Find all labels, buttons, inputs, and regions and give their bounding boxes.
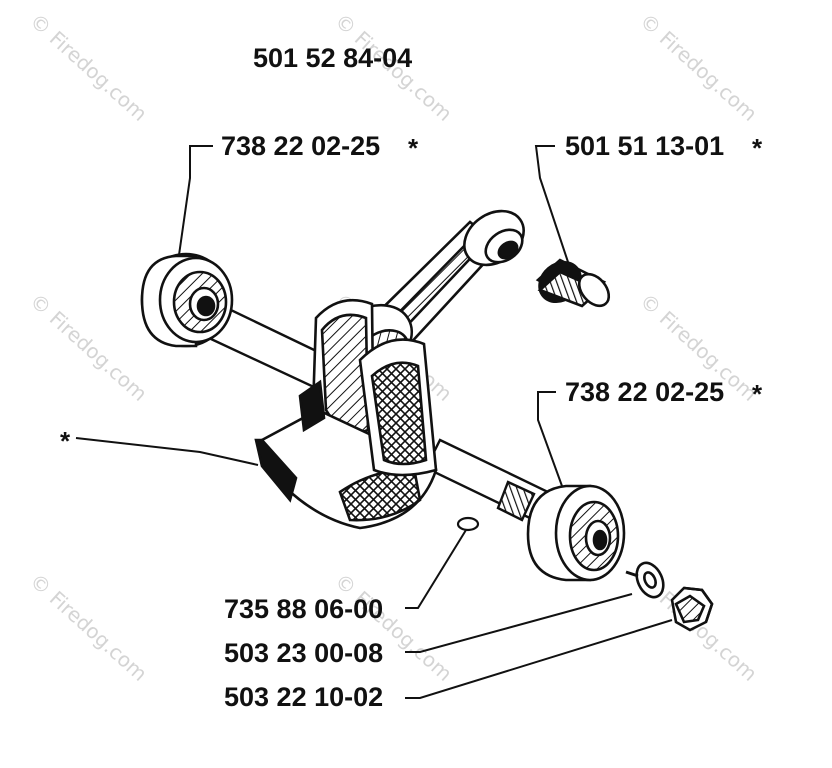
callout-needle-bearing: 501 51 13-01 (565, 131, 725, 161)
callout-bearing-left: 738 22 02-25 (221, 131, 381, 161)
callout-key: 735 88 06-00 (224, 594, 384, 624)
callout-nut: 503 22 10-02 (224, 682, 384, 712)
needle-bearing-drawing (535, 258, 611, 308)
crank-marker: * (60, 426, 71, 456)
assembly-number: 501 52 84-04 (253, 43, 413, 73)
callout-bearing-right: 738 22 02-25 (565, 377, 725, 407)
bearing-right-drawing (526, 484, 626, 582)
nut-drawing (670, 586, 714, 632)
key-drawing (456, 516, 480, 532)
washer-drawing (625, 561, 665, 599)
crank-webs (254, 298, 438, 530)
bearing-left-drawing (140, 252, 234, 348)
callout-marker: * (752, 379, 763, 409)
callout-marker: * (408, 133, 419, 163)
leader-lines (75, 145, 673, 699)
callout-marker: * (752, 133, 763, 163)
callout-washer: 503 23 00-08 (224, 638, 384, 668)
